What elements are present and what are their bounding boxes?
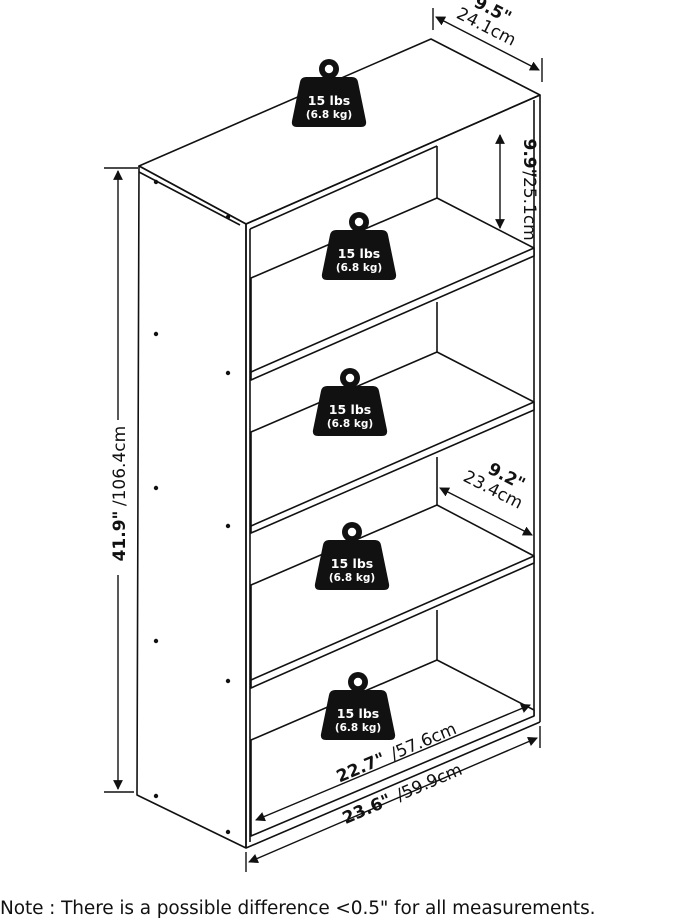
weight-sublabel: (6.8 kg) xyxy=(329,572,375,584)
weight-sublabel: (6.8 kg) xyxy=(336,262,382,274)
height-inches: 41.9" xyxy=(110,511,130,562)
weight-label: 15 lbs xyxy=(338,246,380,261)
weight-icon-shelf-1: 15 lbs (6.8 kg) xyxy=(321,212,397,280)
weight-label: 15 lbs xyxy=(337,706,379,721)
weight-icon-shelf-3: 15 lbs (6.8 kg) xyxy=(314,522,390,590)
weight-sublabel: (6.8 kg) xyxy=(327,418,373,430)
weight-label: 15 lbs xyxy=(329,402,371,417)
shelf-height-dimension: 9.9" /25.1cm xyxy=(495,134,539,241)
weight-icon-top: 15 lbs (6.8 kg) xyxy=(291,59,367,127)
weight-label: 15 lbs xyxy=(331,556,373,571)
measurement-note: Note : There is a possible difference <0… xyxy=(0,898,596,919)
shelf-height-cm: /25.1cm xyxy=(519,171,539,241)
shelf-height-inches: 9.9" xyxy=(519,139,539,178)
weight-label: 15 lbs xyxy=(308,93,350,108)
height-dimension: 41.9" /106.4cm xyxy=(104,167,138,793)
weight-sublabel: (6.8 kg) xyxy=(335,722,381,734)
height-cm: /106.4cm xyxy=(110,426,130,506)
shelf-depth-dimension: 9.2" 23.4cm xyxy=(439,459,533,536)
weight-sublabel: (6.8 kg) xyxy=(306,109,352,121)
weight-icon-shelf-2: 15 lbs (6.8 kg) xyxy=(312,368,388,436)
